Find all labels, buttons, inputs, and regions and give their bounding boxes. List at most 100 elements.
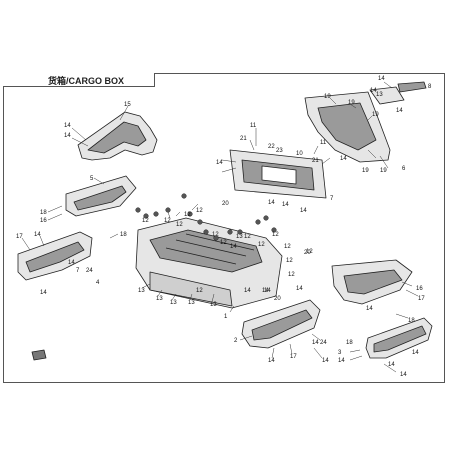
latch-bracket (397, 81, 427, 93)
callout: 22 (268, 144, 275, 150)
callout: 14 (338, 358, 345, 364)
callout: 12 (142, 218, 149, 224)
callout: 13 (156, 296, 163, 302)
callout: 1 (224, 314, 228, 320)
callout: 14 (296, 286, 303, 292)
callout: 19 (348, 100, 355, 106)
rear-wall-lamp-opening (261, 165, 297, 185)
callout: 3 (338, 350, 342, 356)
callout: 12 (184, 212, 191, 218)
tailgate-handle (369, 86, 405, 105)
front-rail-left-inner (251, 309, 313, 341)
callout: 19 (380, 168, 387, 174)
cargo-box-floor-rib-a (165, 233, 255, 265)
callout: 19 (324, 94, 331, 100)
callout: 14 (366, 306, 373, 312)
fastener-group (135, 193, 277, 241)
callout: 7 (76, 268, 80, 274)
callout: 16 (40, 218, 47, 224)
callout: 6 (402, 166, 406, 172)
callout: 14 (262, 288, 269, 294)
callout: 19 (372, 112, 379, 118)
callout: 17 (16, 234, 23, 240)
callout: 21 (312, 158, 319, 164)
side-rail-left-upper-inner (73, 185, 127, 211)
leader-lines (21, 81, 419, 373)
diagram-title: 货箱/CARGO BOX (48, 76, 125, 86)
callout: 12 (306, 249, 313, 255)
callout: 12 (196, 208, 203, 214)
callout: 14 (378, 76, 385, 82)
callout: 14 (64, 123, 71, 129)
badge-icon (31, 349, 47, 361)
callout: 17 (418, 296, 425, 302)
callout: 13 (210, 302, 217, 308)
callout: 14 (312, 340, 319, 346)
callout: 20 (222, 201, 229, 207)
callout: 14 (230, 244, 237, 250)
callout: 12 (196, 288, 203, 294)
callout-labels: 14 14 15 8 19 19 19 13 14 14 14 11 21 22… (16, 76, 432, 378)
title-tab (3, 73, 155, 87)
callout: 13 (188, 300, 195, 306)
callout: 13 (170, 300, 177, 306)
callout: 14 (388, 362, 395, 368)
callout: 12 (164, 218, 171, 224)
callout: 18 (120, 232, 127, 238)
callout: 11 (320, 140, 327, 146)
callout: 18 (408, 318, 415, 324)
callout: 14 (322, 358, 329, 364)
callout: 14 (40, 290, 47, 296)
callout: 11 (250, 123, 257, 129)
callout: 14 (34, 232, 41, 238)
side-panel-upper-left-inner (87, 121, 147, 154)
callout: 14 (340, 156, 347, 162)
callout: 15 (124, 102, 131, 108)
callout: 14 (64, 133, 71, 139)
callout: 12 (176, 222, 183, 228)
callout: 13 (236, 234, 243, 240)
callout: 18 (40, 210, 47, 216)
front-rail-right-inner (373, 325, 427, 353)
callout: 2 (234, 338, 238, 344)
callout: 12 (286, 258, 293, 264)
callout: 14 (268, 200, 275, 206)
callout: 12 (220, 240, 227, 246)
callout: 14 (264, 288, 271, 294)
callout: 5 (90, 176, 94, 182)
callout: 24 (86, 268, 93, 274)
callout: 14 (412, 350, 419, 356)
side-rail-right-upper-inner (343, 269, 403, 295)
callout: 7 (330, 196, 334, 202)
callout: 24 (320, 340, 327, 346)
callout: 17 (290, 354, 297, 360)
callout: 21 (240, 136, 247, 142)
callout: 12 (288, 272, 295, 278)
callout: 14 (370, 88, 377, 94)
callout: 4 (96, 280, 100, 286)
callout: 14 (216, 160, 223, 166)
callout: 10 (296, 151, 303, 157)
callout: 12 (284, 244, 291, 250)
tailgate-panel-inner (317, 102, 377, 151)
callout: 12 (258, 242, 265, 248)
callout: 14 (400, 372, 407, 378)
callout: 20 (304, 250, 311, 256)
callout: 14 (244, 288, 251, 294)
callout: 8 (428, 84, 432, 90)
callout: 20 (274, 296, 281, 302)
callout: 12 (244, 234, 251, 240)
callout: 18 (346, 340, 353, 346)
callout: 19 (362, 168, 369, 174)
callout: 14 (396, 108, 403, 114)
callout: 14 (300, 208, 307, 214)
callout: 14 (282, 202, 289, 208)
callout: 16 (416, 286, 423, 292)
callout: 13 (138, 288, 145, 294)
callout: 13 (376, 92, 383, 98)
callout: 23 (276, 148, 283, 154)
callout: 14 (268, 358, 275, 364)
callout: 12 (212, 232, 219, 238)
callout: 12 (272, 232, 279, 238)
